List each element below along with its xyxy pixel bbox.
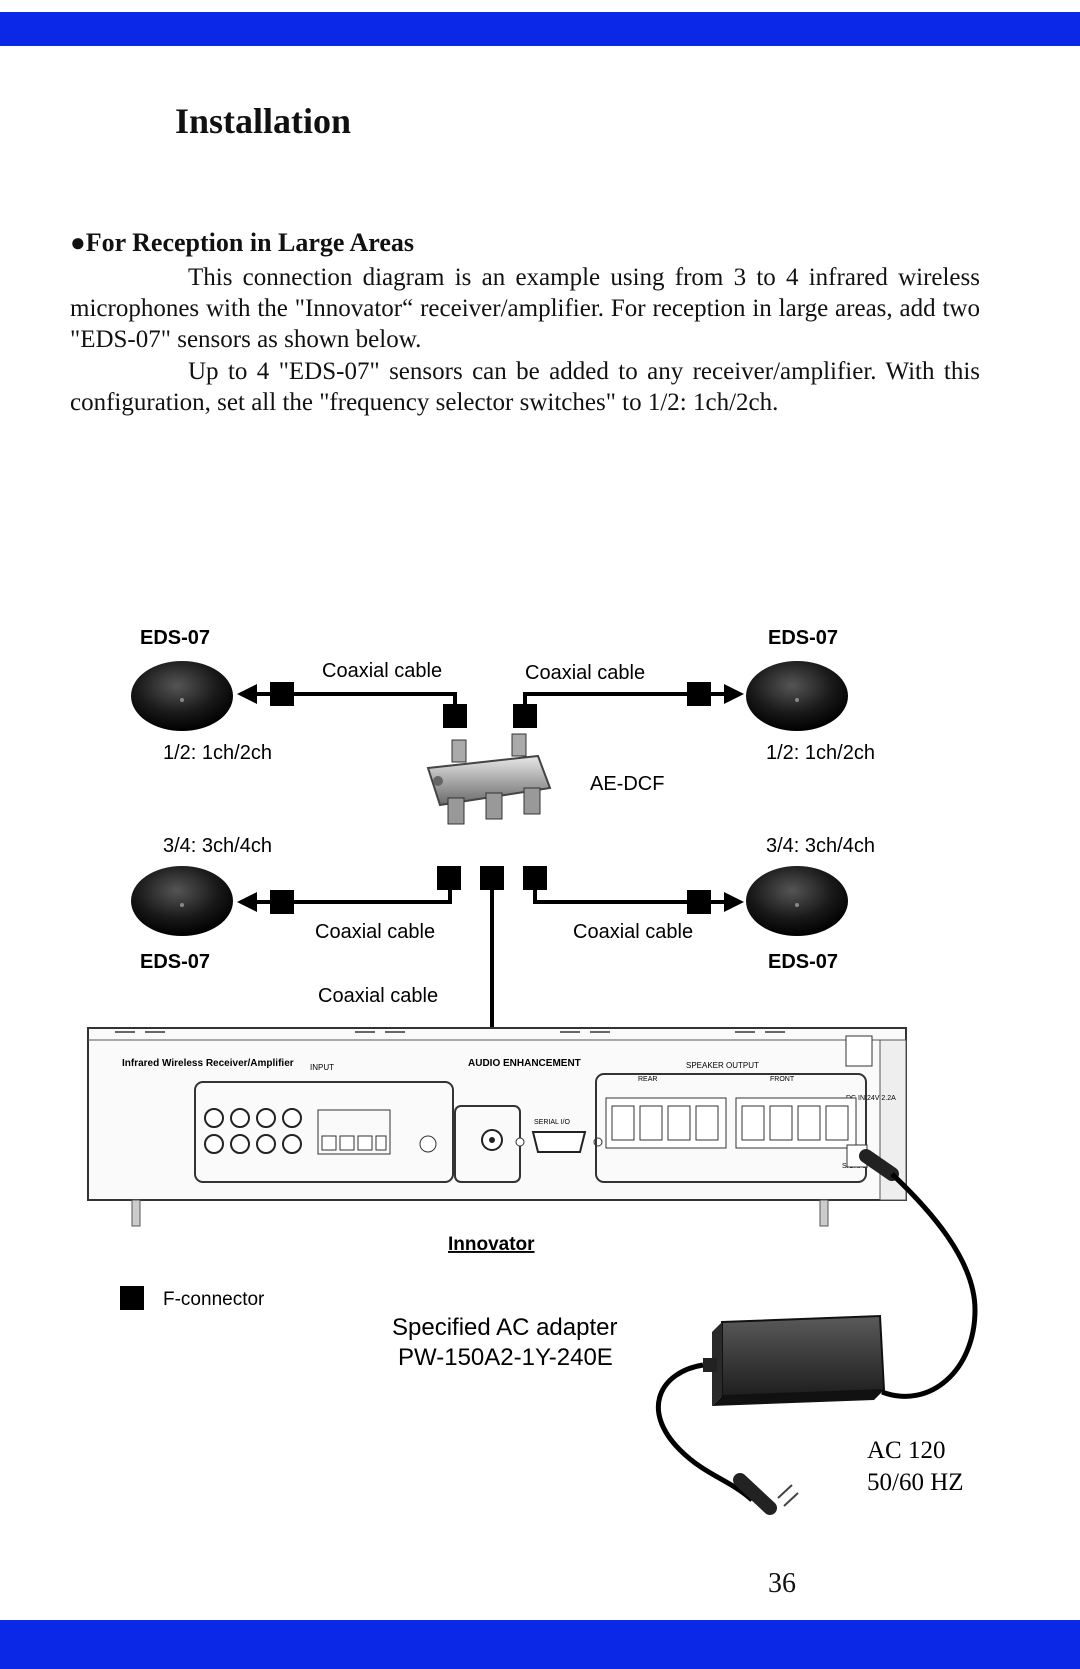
legend-f-connector-label: F-connector bbox=[163, 1289, 265, 1310]
channel-label-bottom-left: 3/4: 3ch/4ch bbox=[163, 835, 272, 857]
paragraph-2: Up to 4 "EDS-07" sensors can be added to… bbox=[70, 358, 980, 416]
ac-plug bbox=[656, 1362, 799, 1515]
panel-speaker-output: SPEAKER OUTPUT bbox=[686, 1061, 759, 1070]
channel-label-top-right: 1/2: 1ch/2ch bbox=[766, 742, 875, 764]
sensor-label-top-left: EDS-07 bbox=[140, 627, 210, 649]
dc-power-cable bbox=[859, 1149, 978, 1399]
power-spec-line2: 50/60 HZ bbox=[867, 1469, 964, 1496]
ac-adapter bbox=[703, 1314, 886, 1406]
splitter-ae-dcf bbox=[426, 733, 552, 825]
adapter-label-line1: Specified AC adapter bbox=[392, 1314, 617, 1341]
panel-dc-in: DC IN 24V 2.2A bbox=[846, 1095, 896, 1102]
cable-label-top-right: Coaxial cable bbox=[525, 662, 645, 684]
receiver-label: Innovator bbox=[448, 1234, 535, 1255]
bottom-blue-bar bbox=[0, 1620, 1080, 1669]
power-spec-line1: AC 120 bbox=[867, 1437, 945, 1464]
panel-front: FRONT bbox=[770, 1076, 795, 1083]
section-heading: ●For Reception in Large Areas bbox=[70, 228, 415, 257]
sensor-label-bottom-left: EDS-07 bbox=[140, 951, 210, 973]
panel-input-label: INPUT bbox=[310, 1063, 334, 1072]
panel-rear: REAR bbox=[638, 1076, 657, 1083]
panel-model-title: Infrared Wireless Receiver/Amplifier bbox=[122, 1058, 294, 1069]
cable-label-bottom-right: Coaxial cable bbox=[573, 921, 693, 943]
panel-brand: AUDIO ENHANCEMENT bbox=[468, 1058, 581, 1069]
page-title: Installation bbox=[175, 101, 352, 141]
cable-label-top-left: Coaxial cable bbox=[322, 660, 442, 682]
paragraph-1: This connection diagram is an example us… bbox=[70, 264, 980, 353]
channel-label-top-left: 1/2: 1ch/2ch bbox=[163, 742, 272, 764]
sensor-label-top-right: EDS-07 bbox=[768, 627, 838, 649]
receiver-amplifier: Infrared Wireless Receiver/Amplifier INP… bbox=[87, 1027, 907, 1227]
cable-label-bottom-left: Coaxial cable bbox=[315, 921, 435, 943]
channel-label-bottom-right: 3/4: 3ch/4ch bbox=[766, 835, 875, 857]
sensor-top-left bbox=[131, 661, 233, 731]
splitter-label: AE-DCF bbox=[590, 773, 664, 795]
cable-label-receiver: Coaxial cable bbox=[318, 985, 438, 1007]
adapter-label-line2: PW-150A2-1Y-240E bbox=[398, 1344, 613, 1371]
sensor-bottom-right bbox=[746, 866, 848, 936]
connection-diagram: EDS-07 EDS-07 EDS-07 EDS-07 1/2: 1ch/2ch… bbox=[87, 627, 978, 1515]
sensor-bottom-left bbox=[131, 866, 233, 936]
sensor-label-bottom-right: EDS-07 bbox=[768, 951, 838, 973]
legend-f-connector-swatch bbox=[120, 1286, 144, 1310]
top-blue-bar bbox=[0, 12, 1080, 46]
panel-serial: SERIAL I/O bbox=[534, 1119, 570, 1126]
page-number: 36 bbox=[768, 1568, 796, 1599]
sensor-top-right bbox=[746, 661, 848, 731]
